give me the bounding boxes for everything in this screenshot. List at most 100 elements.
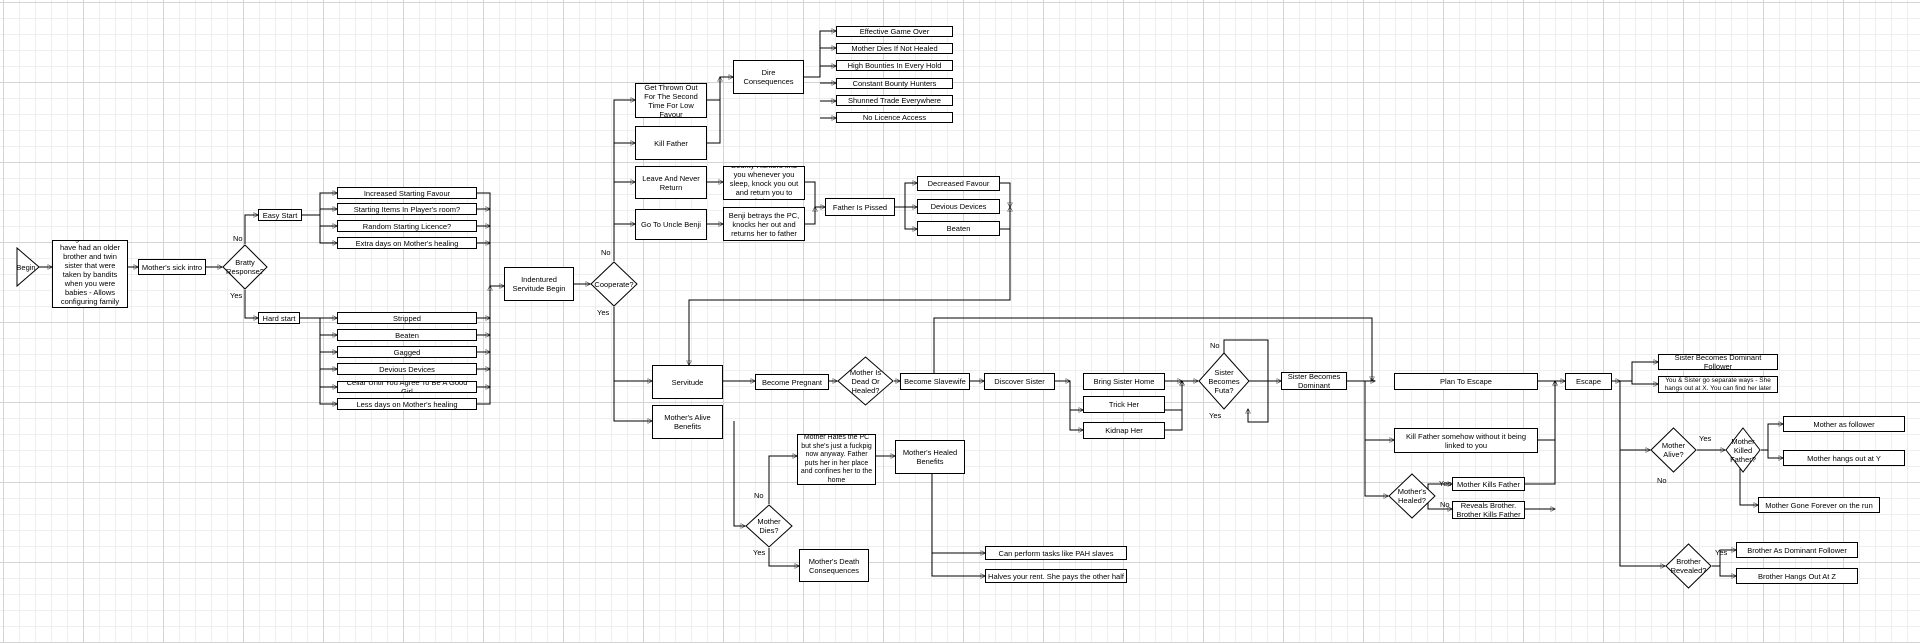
mother-killed-father-decision[interactable]: Mother Killed Father? [1725, 427, 1761, 473]
go-to-uncle-benji-node[interactable]: Go To Uncle Benji [635, 209, 707, 240]
escape-node[interactable]: Escape [1565, 373, 1612, 390]
edge [613, 381, 652, 421]
servitude-node[interactable]: Servitude [652, 365, 723, 399]
bounty-hunters-find-node[interactable]: Bounty Hunters find you whenever you sle… [723, 166, 805, 200]
mother-kills-father-node[interactable]: Mother Kills Father [1452, 477, 1525, 491]
edge [805, 181, 825, 207]
extra-days-node[interactable]: Extra days on Mother's healing [337, 237, 477, 249]
mother-hates-pc-node[interactable]: Mother Hates the PC but she's just a fuc… [797, 434, 876, 485]
edge [319, 318, 337, 404]
edge [931, 553, 985, 576]
edge [1069, 381, 1083, 410]
sister-becomes-dominant-node[interactable]: Sister Becomes Dominant [1281, 372, 1347, 390]
begin-shape [16, 246, 40, 288]
mothers-healed-benefits-node[interactable]: Mother's Healed Benefits [895, 440, 965, 474]
shunned-trade-node[interactable]: Shunned Trade Everywhere [836, 95, 953, 106]
mother-alive-decision[interactable]: Mother Alive? [1650, 427, 1697, 473]
dire-consequences-node[interactable]: Dire Consequences [733, 60, 804, 94]
devious-devices-pissed-node[interactable]: Devious Devices [917, 199, 1000, 214]
sister-becomes-futa-decision[interactable]: Sister Becomes Futa? [1198, 352, 1250, 410]
futa-yes-label: Yes [1209, 411, 1222, 420]
father-is-pissed-node[interactable]: Father Is Pissed [825, 198, 895, 216]
edge [319, 215, 337, 226]
edge [1000, 207, 1010, 230]
reveals-brother-node[interactable]: Reveals Brother. Brother Kills Father [1452, 501, 1525, 519]
change-narrative-node[interactable]: Change narrative to have had an older br… [52, 240, 128, 308]
decision-shape [745, 504, 793, 548]
edge [319, 209, 337, 215]
high-bounties-node[interactable]: High Bounties In Every Hold [836, 60, 953, 71]
increased-starting-favour-node[interactable]: Increased Starting Favour [337, 187, 477, 199]
cellar-node[interactable]: Cellar Until You Agree To Be A Good Girl [337, 381, 477, 393]
cooperate-yes-label: Yes [597, 308, 610, 317]
benji-betrays-node[interactable]: Benji betrays the PC, knocks her out and… [723, 207, 805, 241]
bratty-response-label: Bratty Response? [226, 258, 264, 276]
beaten-pissed-node[interactable]: Beaten [917, 221, 1000, 236]
random-starting-licence-node[interactable]: Random Starting Licence? [337, 220, 477, 232]
mother-gone-forever-node[interactable]: Mother Gone Forever on the run [1758, 497, 1880, 513]
mother-hangs-out-node[interactable]: Mother hangs out at Y [1783, 450, 1905, 466]
become-pregnant-node[interactable]: Become Pregnant [755, 374, 829, 390]
hard-start-node[interactable]: Hard start [258, 312, 300, 324]
edge [1619, 381, 1650, 450]
brother-dominant-follower-node[interactable]: Brother As Dominant Follower [1736, 542, 1858, 558]
mother-as-follower-node[interactable]: Mother as follower [1783, 416, 1905, 432]
edge [302, 193, 337, 216]
brother-revealed-decision[interactable]: Brother Revealed? [1665, 543, 1712, 589]
pah-slaves-node[interactable]: Can perform tasks like PAH slaves [985, 546, 1127, 560]
brother-yes-label: Yes [1715, 548, 1728, 557]
no-licence-node[interactable]: No Licence Access [836, 112, 953, 123]
constant-bounty-hunters-node[interactable]: Constant Bounty Hunters [836, 78, 953, 89]
edge [768, 548, 799, 566]
gagged-node[interactable]: Gagged [337, 346, 477, 358]
mothers-healed-decision[interactable]: Mother's Healed? [1388, 473, 1436, 519]
edge [244, 215, 258, 244]
stripped-node[interactable]: Stripped [337, 312, 477, 324]
edge [1620, 362, 1658, 382]
kill-father-node[interactable]: Kill Father [635, 126, 707, 160]
mothers-death-consequences-node[interactable]: Mother's Death Consequences [799, 549, 869, 582]
sister-becomes-futa-label: Sister Becomes Futa? [1208, 367, 1240, 395]
decreased-favour-node[interactable]: Decreased Favour [917, 176, 1000, 191]
edge [895, 183, 917, 208]
begin-node[interactable]: Begin [16, 246, 40, 288]
starting-items-node[interactable]: Starting Items In Player's room? [337, 203, 477, 215]
become-slavewife-node[interactable]: Become Slavewife [900, 373, 970, 390]
bring-sister-home-node[interactable]: Bring Sister Home [1083, 373, 1165, 390]
beaten-node[interactable]: Beaten [337, 329, 477, 341]
edge [1719, 566, 1736, 576]
edge [805, 207, 815, 225]
devious-devices-node[interactable]: Devious Devices [337, 363, 477, 375]
plan-to-escape-node[interactable]: Plan To Escape [1394, 373, 1538, 390]
halves-rent-node[interactable]: Halves your rent. She pays the other hal… [985, 569, 1127, 583]
mothers-alive-benefits-node[interactable]: Mother's Alive Benefits [652, 405, 723, 439]
easy-start-node[interactable]: Easy Start [258, 209, 302, 221]
mother-dead-or-healed-decision[interactable]: Mother Is Dead Or Healed? [837, 356, 894, 406]
effective-game-over-node[interactable]: Effective Game Over [836, 26, 953, 37]
bratty-response-decision[interactable]: Bratty Response? [222, 244, 268, 290]
mother-dies-not-healed-node[interactable]: Mother Dies If Not Healed [836, 43, 953, 54]
brother-hangs-out-node[interactable]: Brother Hangs Out At Z [1736, 568, 1858, 584]
thrown-out-node[interactable]: Get Thrown Out For The Second Time For L… [635, 83, 707, 118]
kill-father-somehow-node[interactable]: Kill Father somehow without it being lin… [1394, 428, 1538, 453]
discover-sister-node[interactable]: Discover Sister [984, 373, 1055, 390]
kidnap-her-node[interactable]: Kidnap Her [1083, 422, 1165, 439]
decision-shape [222, 244, 268, 290]
sister-separate-ways-node[interactable]: You & Sister go separate ways - She hang… [1658, 376, 1778, 393]
sister-dominant-follower-node[interactable]: Sister Becomes Dominant Follower [1658, 354, 1778, 370]
decision-shape [1198, 352, 1250, 410]
edge [477, 286, 490, 405]
leave-never-return-node[interactable]: Leave And Never Return [635, 166, 707, 199]
mother-alive-label: Mother Alive? [1661, 441, 1686, 459]
edge [804, 31, 836, 78]
mothers-sick-intro-node[interactable]: Mother's sick intro [138, 259, 206, 275]
cooperate-decision[interactable]: Cooperate? [590, 261, 638, 307]
healed-yes-label: Yes [1439, 479, 1452, 488]
less-days-node[interactable]: Less days on Mother's healing [337, 398, 477, 410]
indentured-servitude-node[interactable]: Indentured Servitude Begin [504, 267, 574, 301]
trick-her-node[interactable]: Trick Her [1083, 396, 1165, 413]
edge [931, 474, 985, 553]
edge [1619, 450, 1665, 566]
mother-dies-decision[interactable]: Mother Dies? [745, 504, 793, 548]
